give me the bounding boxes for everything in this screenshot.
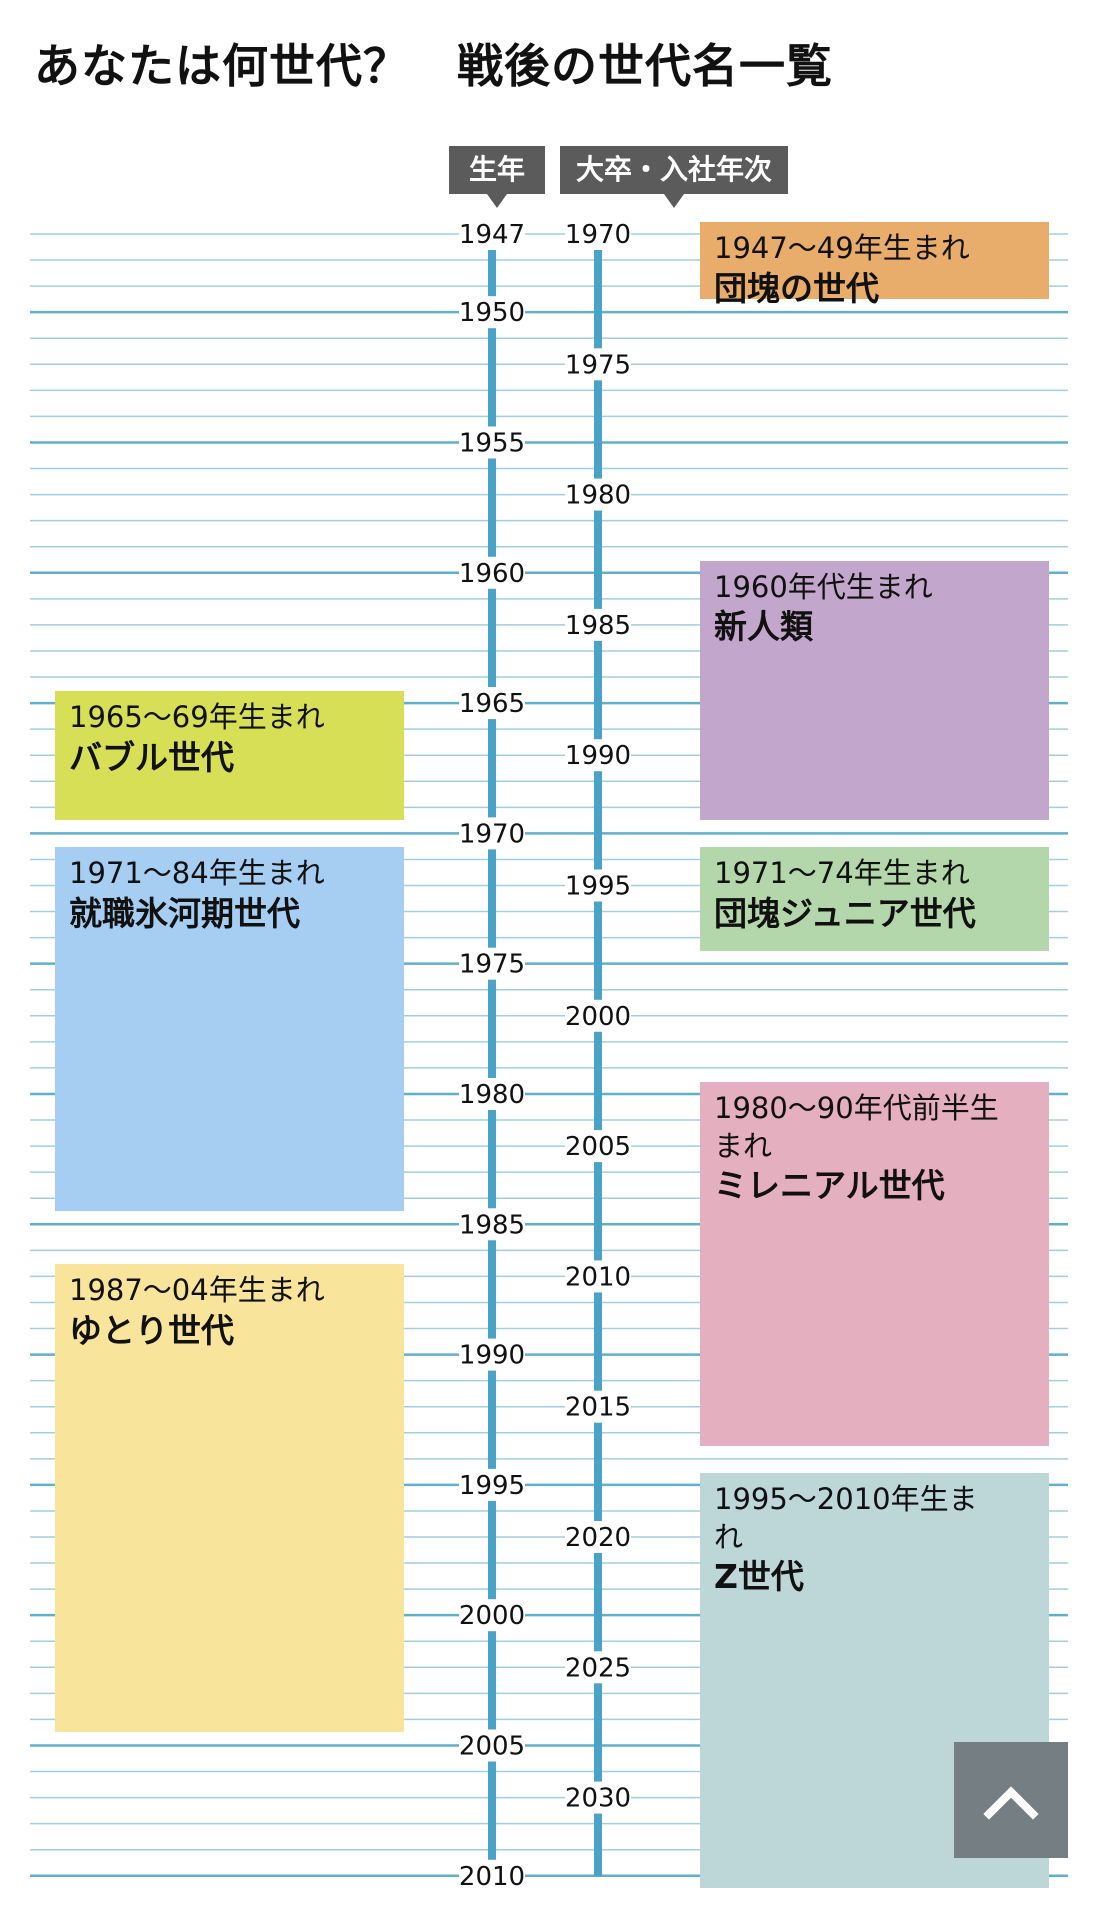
grad-year-tick-label: 1990 <box>565 741 631 771</box>
generation-range-label: 1995〜2010年生まれ <box>714 1481 978 1554</box>
birth-year-tick-label-bg <box>459 1729 525 1762</box>
birth-year-tick-label: 1947 <box>459 220 525 250</box>
grad-year-tick-label: 1995 <box>565 872 631 902</box>
birth-year-tick-label-bg <box>459 1599 525 1632</box>
generation-range-label: 1987〜04年生まれ <box>69 1273 325 1308</box>
generation-range-label: 1971〜74年生まれ <box>714 856 970 891</box>
generation-name: Z世代 <box>714 1557 804 1597</box>
grad-year-tick-label: 2020 <box>565 1523 631 1553</box>
generation-box: 1965〜69年生まれバブル世代 <box>55 691 404 821</box>
scroll-to-top-button[interactable] <box>954 1742 1068 1858</box>
birth-year-tick-label-bg <box>459 1468 525 1501</box>
birth-year-tick-label-bg <box>459 296 525 329</box>
generation-range-label: 1947〜49年生まれ <box>714 231 970 265</box>
grad-year-tick-label: 1980 <box>565 481 631 511</box>
grad-year-tick-label-bg <box>565 739 631 772</box>
grad-year-tick-label-bg <box>565 608 631 641</box>
birth-year-tick-label-bg <box>459 1077 525 1110</box>
birth-year-tick-label-bg <box>459 1208 525 1241</box>
grad-year-tick-label: 2025 <box>565 1653 631 1683</box>
grad-year-tick-label: 2005 <box>565 1132 631 1162</box>
birth-year-tick-label-bg <box>459 687 525 720</box>
generation-name: ミレニアル世代 <box>714 1166 945 1206</box>
birth-year-tick-label-bg <box>459 1859 525 1892</box>
generation-name: バブル世代 <box>69 737 234 777</box>
grad-year-tick-label-bg <box>565 218 631 250</box>
grad-year-tick-label: 1975 <box>565 350 631 380</box>
birth-year-tick-label: 1985 <box>459 1210 525 1240</box>
grad-year-tick-label-bg <box>565 999 631 1032</box>
birth-year-header: 生年 <box>449 146 545 208</box>
grad-year-tick-label: 1970 <box>565 220 631 250</box>
birth-year-tick-label-bg <box>459 218 525 250</box>
generation-range-label: 1965〜69年生まれ <box>69 700 325 735</box>
generation-name: 新人類 <box>714 607 813 647</box>
generation-box: 1947〜49年生まれ団塊の世代 <box>700 222 1049 308</box>
birth-year-tick-label: 2000 <box>459 1601 525 1631</box>
grad-year-header: 大卒・入社年次 <box>560 146 788 208</box>
birth-year-tick-label: 2010 <box>459 1862 525 1892</box>
grad-year-tick-label-bg <box>565 1651 631 1684</box>
generation-range-label: 1971〜84年生まれ <box>69 856 325 891</box>
grad-year-tick-label-bg <box>565 1521 631 1553</box>
birth-year-tick-label: 2005 <box>459 1731 525 1761</box>
grad-year-tick-label-bg <box>565 1130 631 1163</box>
grad-year-tick-label: 2015 <box>565 1393 631 1423</box>
generation-box: 1980〜90年代前半生まれミレニアル世代 <box>700 1081 1049 1446</box>
birth-year-tick-label: 1955 <box>459 428 525 458</box>
birth-year-tick-label: 1995 <box>459 1471 525 1501</box>
generation-box: 1971〜74年生まれ団塊ジュニア世代 <box>700 847 1049 951</box>
birth-year-tick-label: 1975 <box>459 950 525 980</box>
generation-name: 就職氷河期世代 <box>69 894 300 934</box>
birth-year-tick-label-bg <box>459 817 525 850</box>
grad-year-tick-label: 2000 <box>565 1002 631 1032</box>
grad-year-tick-label: 2030 <box>565 1784 631 1814</box>
generation-box: 1971〜84年生まれ就職氷河期世代 <box>55 847 404 1212</box>
birth-year-tick-label-bg <box>459 947 525 980</box>
birth-year-tick-label: 1970 <box>459 819 525 849</box>
grad-year-tick-label: 2010 <box>565 1262 631 1292</box>
birth-year-tick-label: 1965 <box>459 689 525 719</box>
generation-range-label: 1980〜90年代前半生まれ <box>714 1090 999 1163</box>
birth-year-tick-label-bg <box>459 556 525 589</box>
generation-name: 団塊の世代 <box>714 268 879 308</box>
generation-range-label: 1960年代生まれ <box>714 569 933 604</box>
birth-year-tick-label: 1960 <box>459 559 525 589</box>
grad-year-tick-label-bg <box>565 348 631 381</box>
page-title: あなたは何世代？ 戦後の世代名一覧 <box>34 39 833 93</box>
chevron-up-icon <box>983 1786 1039 1820</box>
generation-name: ゆとり世代 <box>69 1311 234 1351</box>
generation-box: 1960年代生まれ新人類 <box>700 560 1049 821</box>
grad-year-tick-label-bg <box>565 1390 631 1423</box>
birth-year-tick-label: 1980 <box>459 1080 525 1110</box>
generation-name: 団塊ジュニア世代 <box>714 894 976 934</box>
grad-year-tick-label-bg <box>565 1260 631 1293</box>
generation-box: 1987〜04年生まれゆとり世代 <box>55 1264 404 1733</box>
grad-year-tick-label-bg <box>565 1781 631 1814</box>
grad-year-tick-label-bg <box>565 869 631 902</box>
birth-year-tick-label: 1990 <box>459 1341 525 1371</box>
grad-year-tick-label: 1985 <box>565 611 631 641</box>
birth-year-tick-label: 1950 <box>459 298 525 328</box>
birth-year-tick-label-bg <box>459 426 525 459</box>
birth-year-tick-label-bg <box>459 1338 525 1371</box>
grad-year-tick-label-bg <box>565 478 631 511</box>
